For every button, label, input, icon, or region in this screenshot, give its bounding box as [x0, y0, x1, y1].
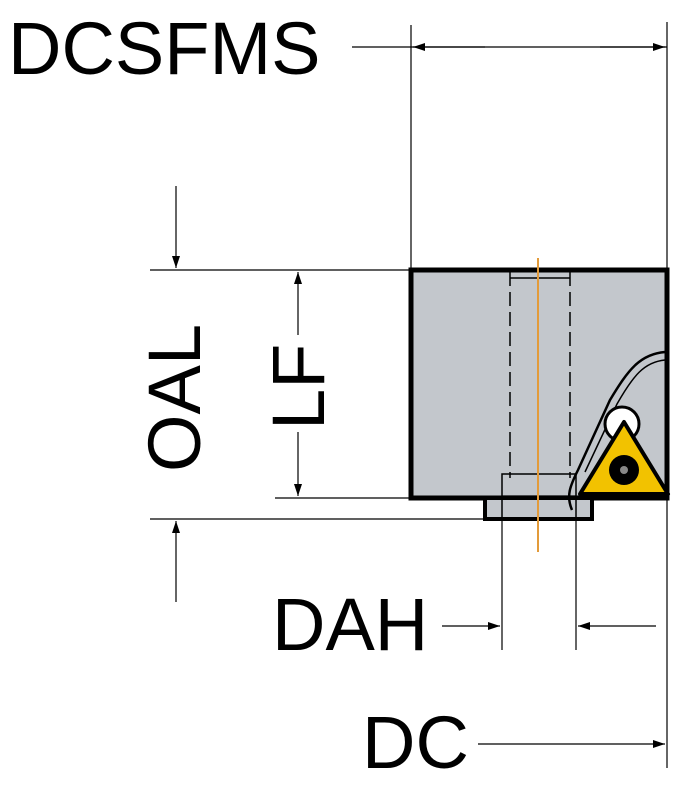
label-oal: OAL — [133, 324, 216, 472]
tool-body — [408, 258, 670, 552]
label-lf: LF — [257, 344, 340, 430]
dim-oal — [150, 186, 484, 602]
dim-dcsfms — [352, 22, 668, 768]
chip-flute-outline — [567, 350, 666, 511]
chip-flute-inner — [584, 359, 666, 473]
label-dc: DC — [362, 701, 469, 784]
label-dcsfms: DCSFMS — [8, 7, 320, 90]
dim-dah — [442, 520, 656, 650]
insert-screw-center — [620, 466, 628, 474]
label-dah: DAH — [272, 583, 428, 666]
dim-lf — [275, 272, 409, 499]
